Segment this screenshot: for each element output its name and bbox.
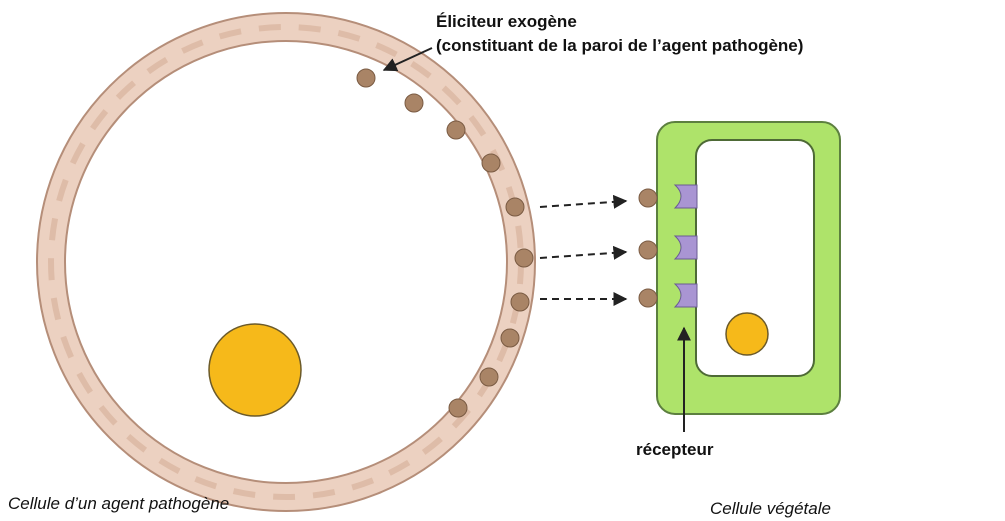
elicitor <box>506 198 524 216</box>
elicitor <box>515 249 533 267</box>
receptor-label: récepteur <box>636 440 713 460</box>
elicitor <box>639 241 657 259</box>
elicitor <box>447 121 465 139</box>
elicitor-release-arrows <box>540 201 626 299</box>
elicitor-label-line2: (constituant de la paroi de l’agent path… <box>436 36 803 56</box>
elicitor <box>511 293 529 311</box>
elicitor <box>639 189 657 207</box>
elicitor <box>639 289 657 307</box>
elicitor-label-line1: Éliciteur exogène <box>436 12 577 32</box>
pathogen-cell-label: Cellule d’un agent pathogène <box>8 494 229 514</box>
plant-cell-label: Cellule végétale <box>710 499 831 519</box>
free-elicitors <box>639 189 657 307</box>
elicitor <box>480 368 498 386</box>
dashed-arrow <box>540 252 626 258</box>
elicitor <box>501 329 519 347</box>
elicitor <box>357 69 375 87</box>
dashed-arrow <box>540 201 626 207</box>
elicitor <box>482 154 500 172</box>
elicitor <box>405 94 423 112</box>
plant-nucleus <box>726 313 768 355</box>
pathogen-nucleus <box>209 324 301 416</box>
pathogen-cell <box>51 27 521 497</box>
elicitor <box>449 399 467 417</box>
